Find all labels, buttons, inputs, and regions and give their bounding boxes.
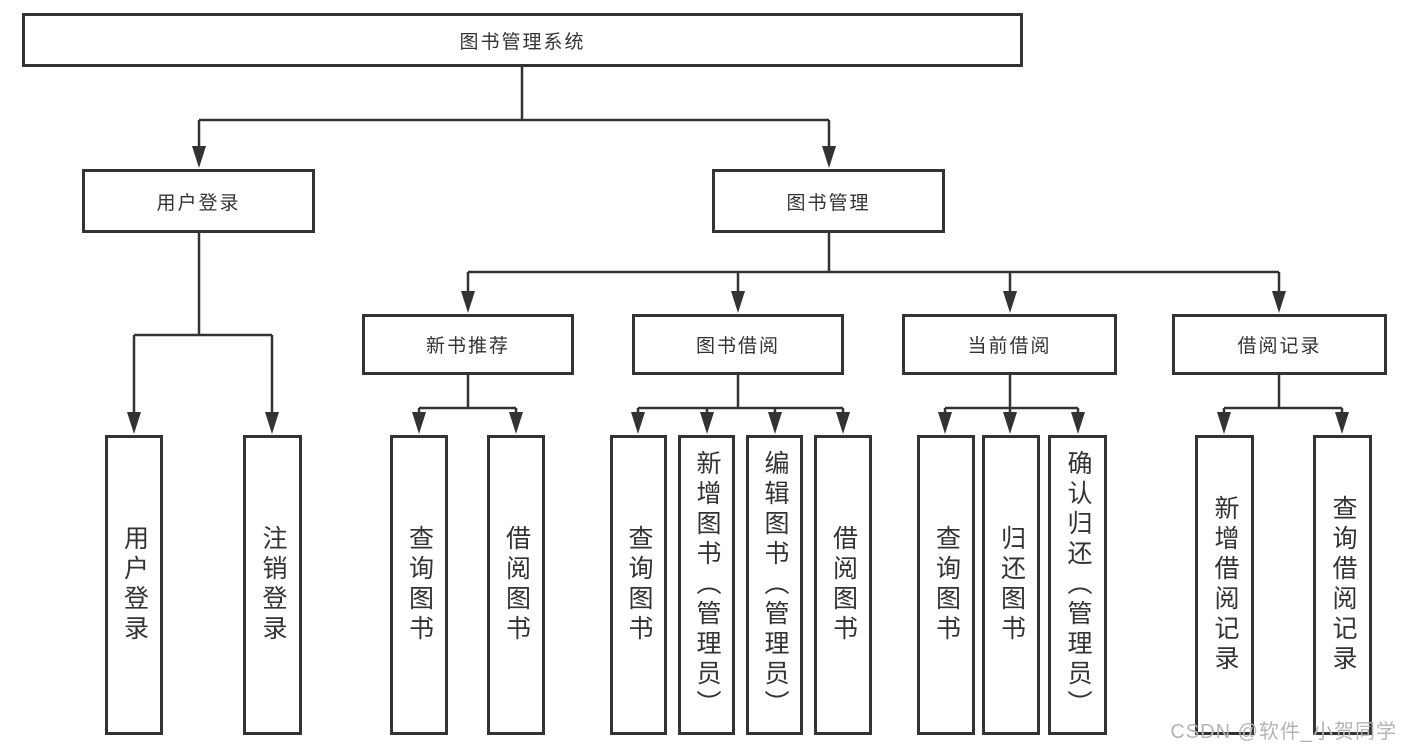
arrow-down-icon bbox=[509, 412, 523, 434]
node-user-login: 用户登录 bbox=[82, 169, 315, 233]
arrow-down-icon bbox=[768, 412, 782, 434]
node-leaf-add-book-admin: 新增图书（管理员） bbox=[678, 435, 735, 735]
node-leaf-user-login: 用户登录 bbox=[105, 435, 163, 735]
arrow-down-icon bbox=[700, 412, 714, 434]
node-new-book-recommend: 新书推荐 bbox=[362, 314, 574, 375]
arrow-down-icon bbox=[1003, 412, 1017, 434]
arrow-down-icon bbox=[836, 412, 850, 434]
node-current-borrowing: 当前借阅 bbox=[902, 314, 1117, 375]
node-leaf-query-borrow-record: 查询借阅记录 bbox=[1313, 435, 1372, 735]
node-leaf-confirm-return-admin: 确认归还（管理员） bbox=[1048, 435, 1107, 735]
node-system-root: 图书管理系统 bbox=[22, 13, 1023, 67]
csdn-watermark: CSDN @软件_小贺同学 bbox=[1170, 721, 1397, 743]
node-leaf-edit-book-admin: 编辑图书（管理员） bbox=[746, 435, 803, 735]
arrow-down-icon bbox=[461, 291, 475, 313]
arrowheads bbox=[127, 146, 1349, 434]
arrow-down-icon bbox=[1003, 291, 1017, 313]
node-leaf-query-books-3: 查询图书 bbox=[917, 435, 975, 735]
arrow-down-icon bbox=[265, 412, 279, 434]
arrow-down-icon bbox=[1272, 291, 1286, 313]
arrow-down-icon bbox=[1071, 412, 1085, 434]
node-leaf-borrow-books-2: 借阅图书 bbox=[814, 435, 872, 735]
node-leaf-logout: 注销登录 bbox=[243, 435, 302, 735]
node-book-borrowing: 图书借阅 bbox=[632, 314, 844, 375]
node-leaf-add-borrow-record: 新增借阅记录 bbox=[1195, 435, 1254, 735]
arrow-down-icon bbox=[731, 291, 745, 313]
arrow-down-icon bbox=[822, 146, 836, 168]
arrow-down-icon bbox=[631, 412, 645, 434]
arrow-down-icon bbox=[127, 412, 141, 434]
node-leaf-query-books-2: 查询图书 bbox=[610, 435, 667, 735]
node-borrowing-records: 借阅记录 bbox=[1172, 314, 1387, 375]
arrow-down-icon bbox=[192, 146, 206, 168]
arrow-down-icon bbox=[1217, 412, 1231, 434]
arrow-down-icon bbox=[938, 412, 952, 434]
arrow-down-icon bbox=[1335, 412, 1349, 434]
node-book-management: 图书管理 bbox=[712, 169, 945, 233]
arrow-down-icon bbox=[412, 412, 426, 434]
node-leaf-borrow-books-1: 借阅图书 bbox=[487, 435, 545, 735]
node-leaf-query-books-1: 查询图书 bbox=[390, 435, 448, 735]
node-leaf-return-books: 归还图书 bbox=[982, 435, 1040, 735]
